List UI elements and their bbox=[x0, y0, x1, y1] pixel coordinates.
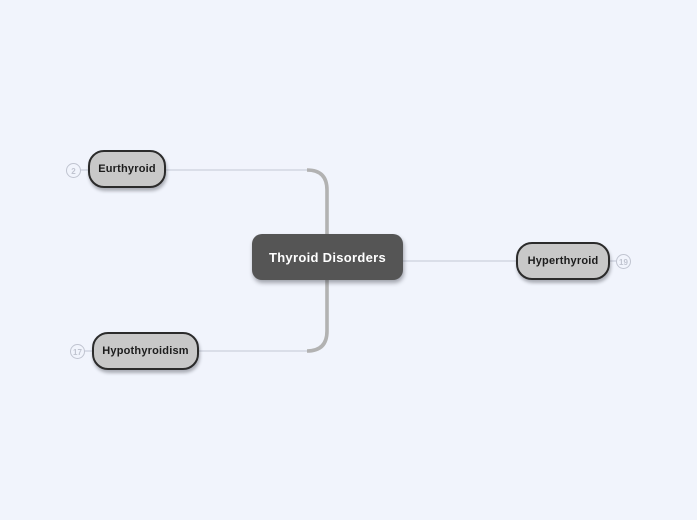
branch-stem-hypothyroidism bbox=[306, 279, 329, 353]
topic-label: Hypothyroidism bbox=[102, 345, 189, 357]
topic-badge-hyperthyroid[interactable]: 19 bbox=[616, 254, 631, 269]
branch-stem-eurthyroid bbox=[306, 168, 329, 235]
topic-node-eurthyroid[interactable]: Eurthyroid bbox=[88, 150, 166, 188]
root-node-label: Thyroid Disorders bbox=[268, 249, 387, 265]
topic-label: Hyperthyroid bbox=[527, 255, 599, 267]
topic-node-hypothyroidism[interactable]: Hypothyroidism bbox=[92, 332, 199, 370]
root-node-thyroid-disorders[interactable]: Thyroid Disorders bbox=[252, 234, 403, 280]
topic-badge-eurthyroid[interactable]: 2 bbox=[66, 163, 81, 178]
topic-node-hyperthyroid[interactable]: Hyperthyroid bbox=[516, 242, 610, 280]
topic-label: Eurthyroid bbox=[98, 163, 156, 175]
topic-badge-hypothyroidism[interactable]: 17 bbox=[70, 344, 85, 359]
